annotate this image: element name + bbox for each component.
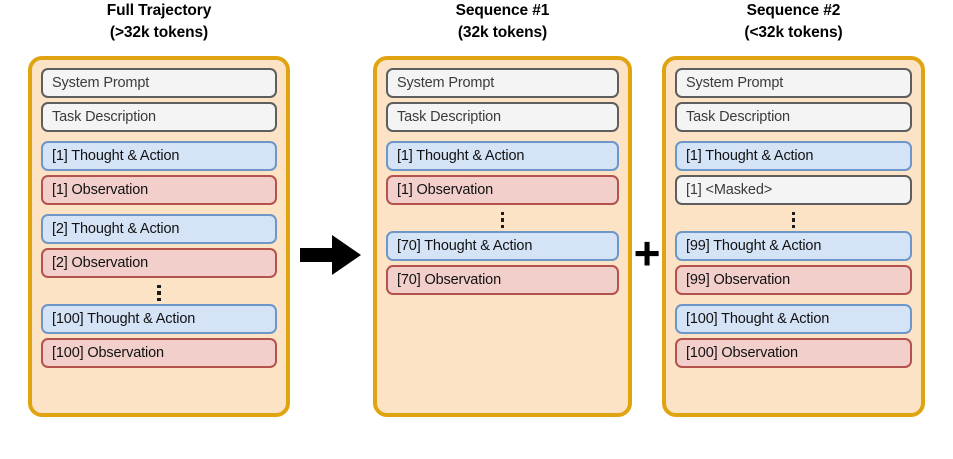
trajectory-row-label: [100] Thought & Action: [52, 310, 196, 327]
row-group-gap: [675, 132, 912, 141]
trajectory-row-label: System Prompt: [397, 74, 495, 91]
trajectory-row: [100] Observation: [675, 337, 912, 368]
trajectory-row: [100] Thought & Action: [675, 303, 912, 334]
trajectory-row-label: Task Description: [52, 108, 156, 125]
trajectory-row-label: [100] Observation: [686, 344, 798, 361]
row-group-gap: [675, 295, 912, 304]
vertical-ellipsis-icon: [41, 282, 277, 304]
trajectory-row: [99] Thought & Action: [675, 230, 912, 261]
plus-icon: +: [633, 227, 661, 279]
column-title-sequence-1: Sequence #1 (32k tokens): [456, 0, 550, 45]
trajectory-row: System Prompt: [675, 67, 912, 98]
column-title-line2: (32k tokens): [457, 24, 548, 42]
trajectory-row: Task Description: [386, 101, 619, 132]
trajectory-row-label: Task Description: [686, 108, 790, 125]
row-group-gap: [386, 132, 619, 141]
trajectory-row: [2] Observation: [41, 247, 277, 278]
trajectory-row-label: [1] Observation: [52, 181, 149, 198]
trajectory-row: [70] Observation: [386, 264, 619, 295]
trajectory-row: System Prompt: [386, 67, 619, 98]
trajectory-row: [1] Thought & Action: [675, 140, 912, 171]
plus-connector: +: [632, 228, 662, 278]
trajectory-row: System Prompt: [41, 67, 277, 98]
column-full-trajectory: Full Trajectory (>32k tokens) System Pro…: [28, 0, 290, 417]
trajectory-row-label: System Prompt: [52, 74, 150, 91]
trajectory-row: [100] Observation: [41, 337, 277, 368]
trajectory-row-label: [1] Thought & Action: [52, 147, 180, 164]
trajectory-row-label: [100] Observation: [52, 344, 164, 361]
vertical-ellipsis-icon: [386, 209, 619, 231]
trajectory-row-label: [1] Observation: [397, 181, 494, 198]
right-arrow-icon: [300, 235, 361, 275]
trajectory-row: [70] Thought & Action: [386, 230, 619, 261]
column-title-line1: Sequence #2: [746, 2, 841, 19]
trajectory-row: [1] Observation: [386, 174, 619, 205]
trajectory-row-label: [1] <Masked>: [686, 181, 773, 198]
trajectory-row-label: [70] Observation: [397, 271, 501, 288]
column-title-line2: (>32k tokens): [109, 24, 209, 42]
trajectory-row-label: [99] Thought & Action: [686, 237, 822, 254]
trajectory-row: [2] Thought & Action: [41, 213, 277, 244]
trajectory-row: Task Description: [675, 101, 912, 132]
panel-empty-space: [386, 295, 619, 404]
trajectory-row-label: [2] Observation: [52, 254, 149, 271]
trajectory-row-label: [70] Thought & Action: [397, 237, 533, 254]
vertical-ellipsis-icon: [675, 209, 912, 231]
trajectory-row-label: [2] Thought & Action: [52, 220, 180, 237]
trajectory-row-label: [100] Thought & Action: [686, 310, 830, 327]
trajectory-row-label: [1] Thought & Action: [686, 147, 814, 164]
trajectory-row-label: [99] Observation: [686, 271, 790, 288]
column-title-line1: Sequence #1: [455, 2, 550, 19]
trajectory-row-label: Task Description: [397, 108, 501, 125]
trajectory-row-label: [1] Thought & Action: [397, 147, 525, 164]
trajectory-row: [1] Thought & Action: [386, 140, 619, 171]
arrow-connector: [292, 230, 370, 280]
trajectory-row: [99] Observation: [675, 264, 912, 295]
row-group-gap: [41, 205, 277, 214]
column-title-sequence-2: Sequence #2 (<32k tokens): [744, 0, 842, 45]
column-title-line2: (<32k tokens): [744, 24, 843, 42]
trajectory-row: [1] <Masked>: [675, 174, 912, 205]
row-group-gap: [41, 132, 277, 141]
trajectory-row-label: System Prompt: [686, 74, 784, 91]
column-title-full-trajectory: Full Trajectory (>32k tokens): [106, 0, 212, 45]
trajectory-row: Task Description: [41, 101, 277, 132]
trajectory-row: [100] Thought & Action: [41, 303, 277, 334]
column-title-line1: Full Trajectory: [106, 2, 212, 19]
trajectory-row: [1] Observation: [41, 174, 277, 205]
trajectory-row: [1] Thought & Action: [41, 140, 277, 171]
